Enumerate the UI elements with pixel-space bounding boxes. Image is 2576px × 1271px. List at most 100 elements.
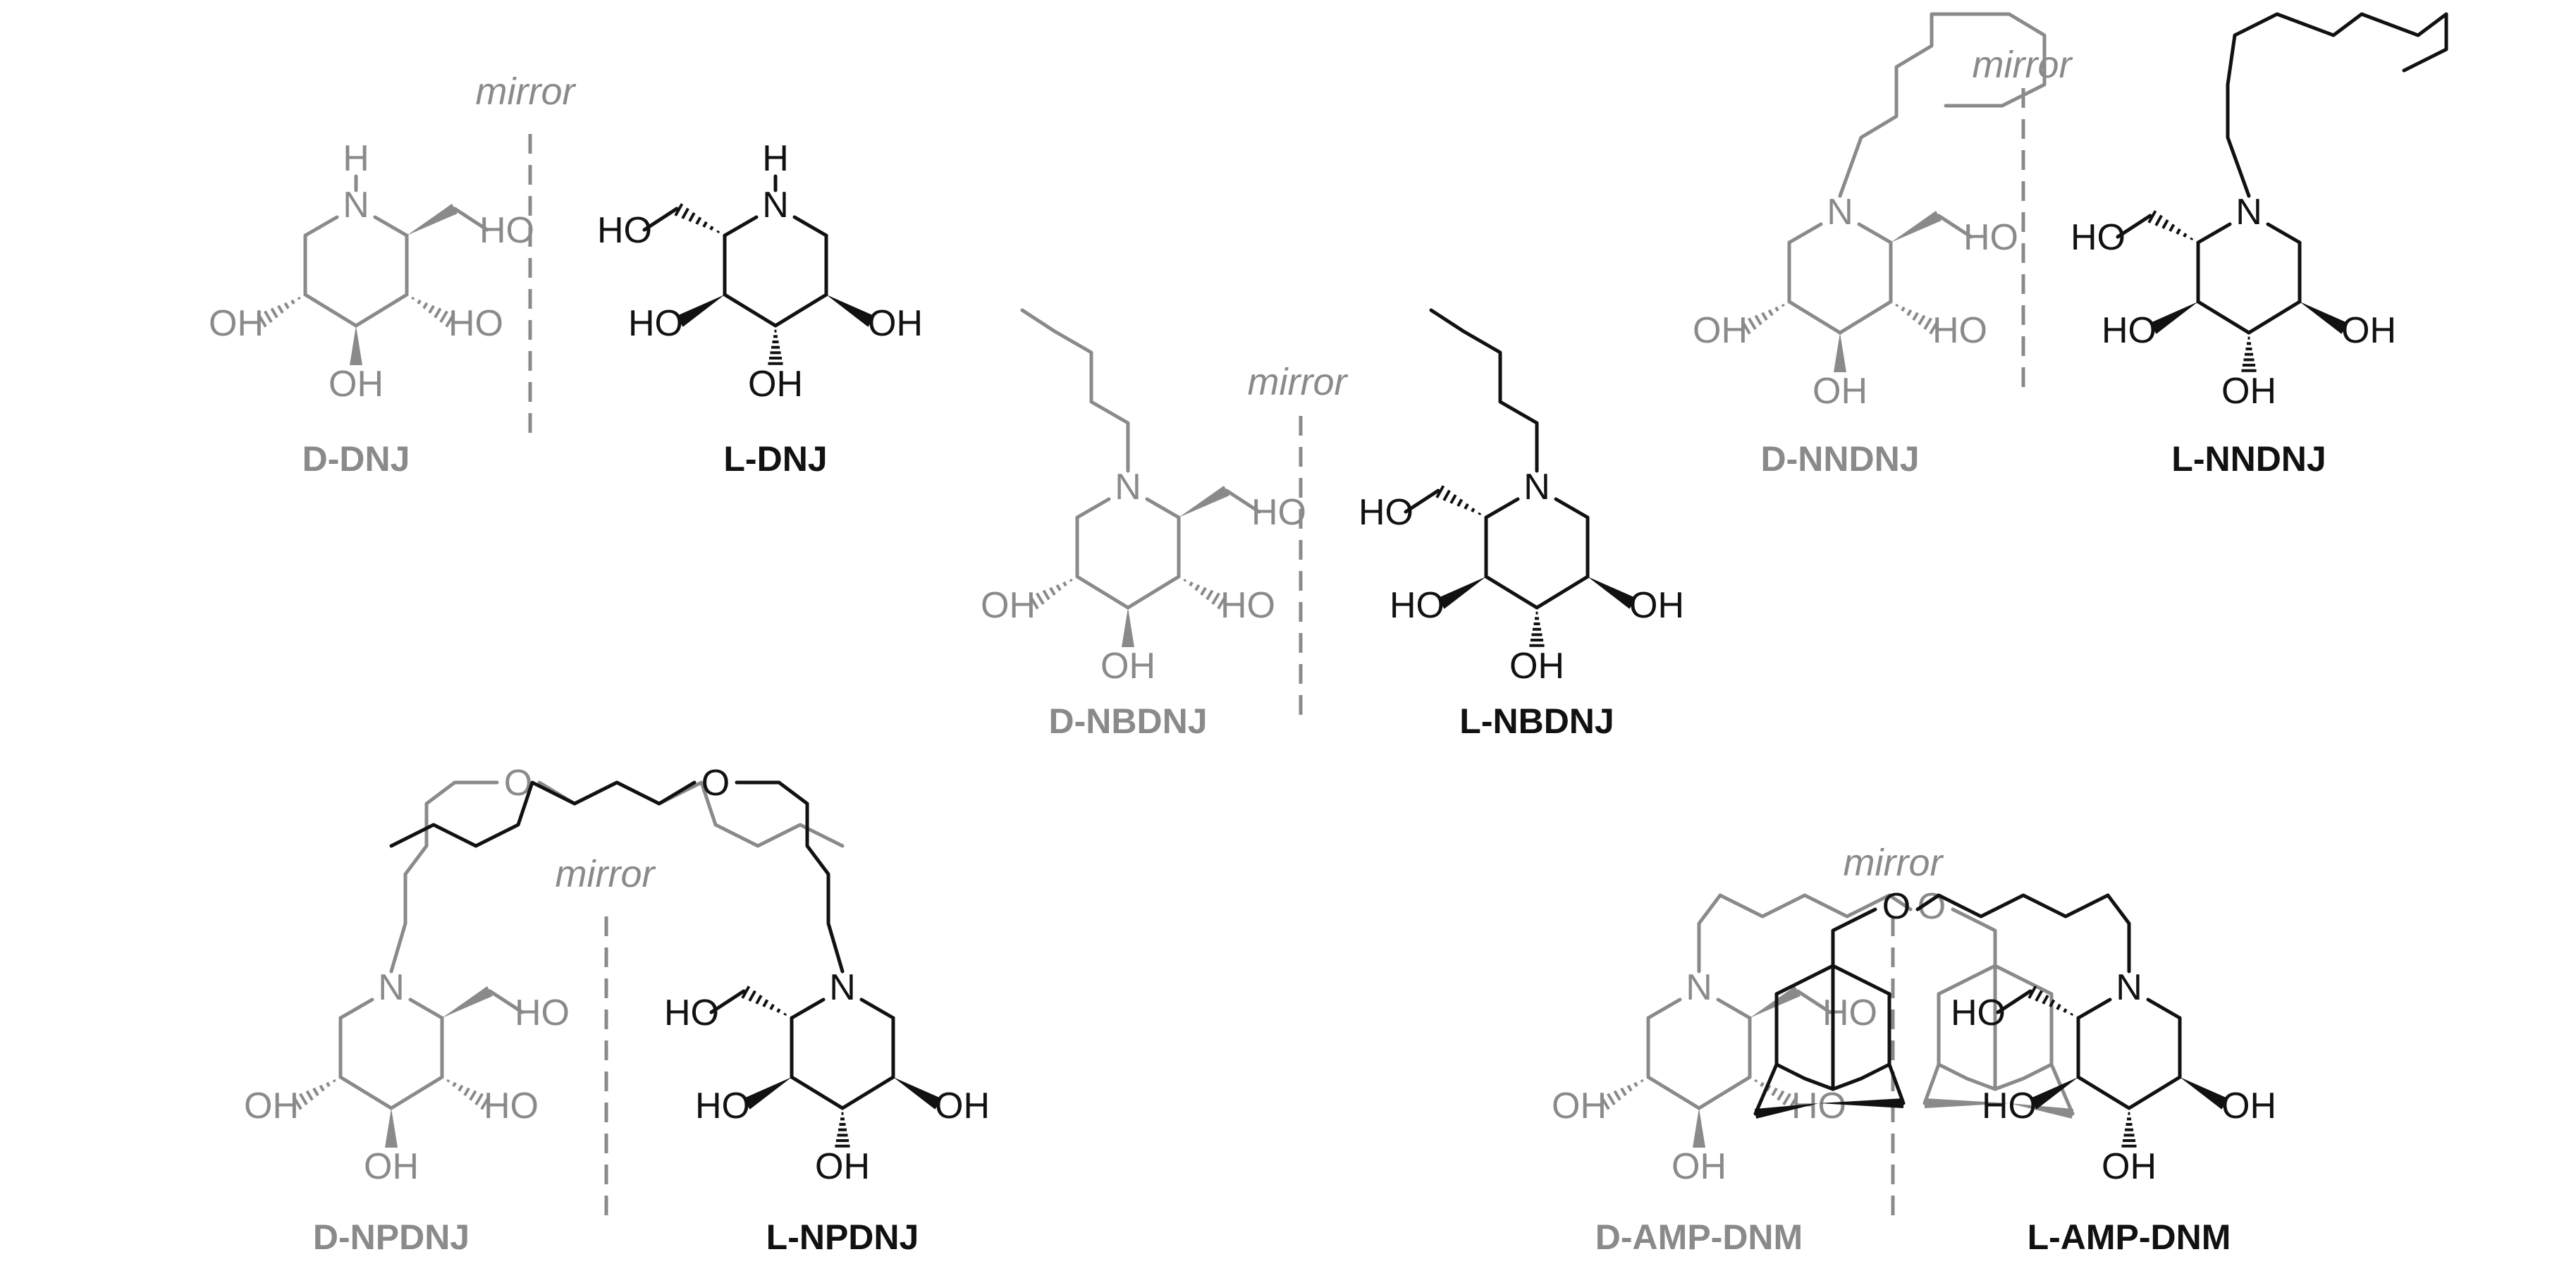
hydroxyl-label: OH	[1509, 646, 1564, 687]
bond	[1937, 1062, 1969, 1081]
bond	[1922, 1062, 1941, 1105]
compound-label-d-dnj: D-DNJ	[302, 439, 410, 479]
hydroxyl-label: OH	[935, 1086, 990, 1126]
c3-hashed-bond	[1600, 1079, 1644, 1110]
ring-bond	[1787, 300, 1842, 335]
hydroxyl-label: HO	[1951, 993, 2006, 1033]
hydroxyl-label: HO	[1963, 217, 2018, 258]
c5-hashed-bond	[446, 1079, 491, 1110]
ring-bond	[840, 1075, 895, 1110]
hydroxyl-label: HO	[2102, 310, 2157, 351]
hydroxyl-label: HO	[597, 210, 652, 251]
bond	[1774, 1062, 1807, 1081]
hydroxyl-label: OH	[868, 303, 923, 344]
c4-hashed-bond	[1529, 611, 1545, 647]
compound-label-l-amp-dnm: L-AMP-DNM	[2028, 1217, 2231, 1257]
ring-bond	[1075, 497, 1111, 520]
c4-wedge-bond	[1693, 1108, 1705, 1148]
ring-bond	[1716, 997, 1752, 1020]
c3-hashed-bond	[1029, 578, 1073, 610]
pentyl-linker	[1915, 893, 2131, 974]
ether-oxygen: O	[1882, 886, 1910, 927]
ring-bond	[790, 997, 826, 1020]
ring-bond	[408, 997, 444, 1020]
c4-hashed-bond	[2241, 336, 2257, 372]
ring-bond	[1075, 575, 1130, 610]
ring-bond	[1554, 497, 1590, 520]
nonyl-chain	[537, 780, 845, 848]
hydroxyl-label: HO	[1982, 1086, 2037, 1126]
hydroxyl-label: HO	[479, 210, 534, 251]
ring-bond	[338, 1075, 393, 1110]
ring-bond	[303, 215, 339, 238]
c4-hashed-bond	[2121, 1112, 2137, 1148]
ch2-o-bond	[453, 207, 489, 232]
ring-bond	[2076, 997, 2112, 1020]
compound-label-d-amp-dnm: D-AMP-DNM	[1595, 1217, 1803, 1257]
c5-wedge-bond	[2030, 1077, 2078, 1110]
c3-wedge-bond	[2300, 302, 2348, 334]
nonyl-chain	[389, 780, 697, 848]
ch2-o-bond	[1225, 489, 1261, 514]
ring-bond	[1646, 997, 1682, 1020]
c4-hashed-bond	[835, 1112, 850, 1148]
ring-bond	[389, 1075, 444, 1110]
ring-bond	[338, 997, 374, 1020]
hydrogen-atom: H	[343, 138, 369, 179]
bond	[1831, 1076, 1863, 1091]
bond	[1965, 1076, 1997, 1091]
bond	[1993, 964, 2054, 996]
hydrogen-atom: H	[762, 138, 789, 179]
hydroxyl-label: HO	[1220, 585, 1275, 626]
hydroxyl-label: HO	[448, 303, 503, 344]
compound-label-l-nbdnj: L-NBDNJ	[1459, 701, 1614, 741]
ring-bond	[859, 997, 895, 1020]
bond	[1993, 1076, 2025, 1091]
bond	[1831, 964, 1891, 996]
ring-bond	[792, 215, 828, 238]
hydroxyl-label: HO	[1932, 310, 1987, 351]
ch2-o-bond	[1796, 989, 1832, 1014]
hydroxyl-label: OH	[981, 585, 1036, 626]
compound-label-d-nbdnj: D-NBDNJ	[1049, 701, 1208, 741]
ring-bond	[1535, 575, 1590, 610]
compound-label-l-npdnj: L-NPDNJ	[766, 1217, 919, 1257]
c4-wedge-bond	[1834, 333, 1846, 372]
wedge-bond	[1819, 1098, 1903, 1108]
c5-hashed-bond	[1895, 303, 1939, 335]
c3-hashed-bond	[257, 296, 301, 328]
ch2oh-wedge-bond	[442, 986, 493, 1018]
bond	[2021, 1062, 2054, 1081]
nonyl-chain	[1838, 12, 2047, 198]
nitrogen-atom: N	[829, 967, 856, 1008]
compound-label-d-npdnj: D-NPDNJ	[313, 1217, 470, 1257]
hydroxyl-label: OH	[1552, 1086, 1607, 1126]
hydroxyl-label: OH	[1629, 585, 1684, 626]
ring-bond	[303, 293, 358, 328]
c5-wedge-bond	[676, 295, 725, 327]
hydroxyl-label: OH	[1693, 310, 1748, 351]
butyl-chain	[1429, 308, 1539, 473]
bond	[1753, 1062, 1779, 1116]
c5-wedge-bond	[743, 1077, 792, 1110]
methylene-linker	[1951, 907, 1997, 968]
nitrogen-atom: N	[1827, 192, 1853, 233]
nitrogen-atom: N	[378, 967, 405, 1008]
ch2-o-bond	[1937, 214, 1973, 239]
ring-bond	[1697, 1075, 1752, 1110]
methylene-linker	[1831, 907, 1877, 968]
hydroxyl-label: OH	[2102, 1146, 2157, 1187]
hydroxyl-label: HO	[1822, 993, 1877, 1033]
ring-bond	[723, 293, 778, 328]
ring-bond	[2247, 300, 2302, 335]
hydroxyl-label: HO	[695, 1086, 750, 1126]
c5-hashed-bond	[1183, 578, 1227, 610]
c5-hashed-bond	[411, 296, 455, 328]
